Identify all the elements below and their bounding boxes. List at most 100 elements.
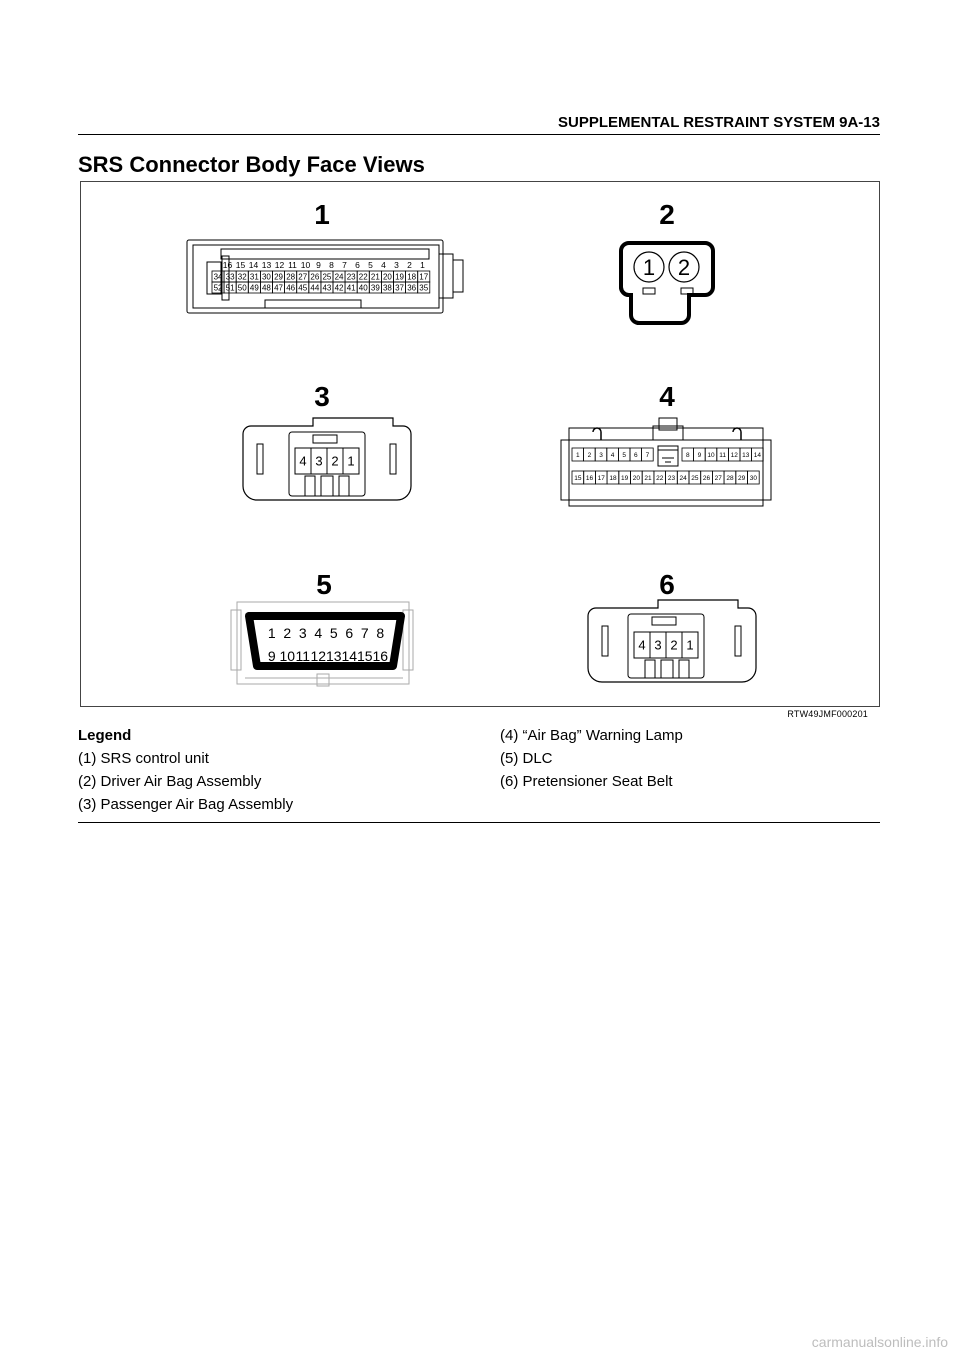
connector-4-row1-pin-11: 11 bbox=[719, 452, 726, 459]
connector-4-row1-pin-7: 7 bbox=[646, 452, 650, 459]
connector-1-row2-pin-21: 21 bbox=[371, 272, 380, 281]
connector-6-cell-1 bbox=[681, 631, 699, 659]
connector-4-row2-pin-22: 22 bbox=[656, 475, 664, 482]
connector-1-row3-pin-51: 51 bbox=[226, 283, 235, 292]
connector-1-row2-pin-29: 29 bbox=[274, 272, 283, 281]
figure-code: RTW49JMF000201 bbox=[787, 709, 868, 719]
footer-rule bbox=[78, 822, 880, 823]
connector-5-row2-pin-14: 14 bbox=[341, 648, 357, 664]
connector-6-pin-2: 2 bbox=[670, 638, 677, 653]
connector-1-row2-pin-25: 25 bbox=[322, 272, 331, 281]
connector-1-row1-pin-16: 16 bbox=[223, 260, 233, 270]
connector-1-row3-pin-35: 35 bbox=[419, 283, 428, 292]
legend-item-1: (1) SRS control unit bbox=[78, 750, 209, 767]
connector-1-row2-pin-19: 19 bbox=[395, 272, 404, 281]
connector-1-row1-pin-13: 13 bbox=[262, 260, 272, 270]
legend-item-4: (4) “Air Bag” Warning Lamp bbox=[500, 727, 683, 744]
connector-5-row1-pin-6: 6 bbox=[345, 625, 353, 641]
connector-1-row3-cell-35 bbox=[417, 281, 431, 294]
connector-1-row2-pin-22: 22 bbox=[359, 272, 368, 281]
connector-4-row1-pin-9: 9 bbox=[698, 452, 702, 459]
page-title: SRS Connector Body Face Views bbox=[78, 152, 425, 177]
connector-1-row3-pin-50: 50 bbox=[238, 283, 247, 292]
connector-4-row2-pin-27: 27 bbox=[715, 475, 723, 482]
connector-1-row1-pin-10: 10 bbox=[301, 260, 311, 270]
connector-1-row2-pin-24: 24 bbox=[335, 272, 344, 281]
connector-2-driver-air-bag: 1 2 bbox=[619, 241, 715, 325]
connector-4-row2-cell-30 bbox=[747, 470, 760, 485]
connector-1-row2-pin-27: 27 bbox=[298, 272, 307, 281]
connector-1-row1-pin-12: 12 bbox=[275, 260, 285, 270]
connector-4-row1-pin-6: 6 bbox=[634, 452, 638, 459]
connector-5-row2-pin-15: 15 bbox=[357, 648, 373, 664]
connector-1-row1-pin-8: 8 bbox=[329, 260, 334, 270]
connector-1-row1-pin-6: 6 bbox=[355, 260, 360, 270]
connector-1-row2-pin-31: 31 bbox=[250, 272, 259, 281]
connector-4-row1-pin-13: 13 bbox=[742, 452, 750, 459]
connector-4-row2-pin-16: 16 bbox=[586, 475, 594, 482]
connector-6-pin-4: 4 bbox=[638, 638, 645, 653]
connector-1-row3-pin-49: 49 bbox=[250, 283, 259, 292]
connector-4-row1-pin-3: 3 bbox=[599, 452, 603, 459]
connector-4-row1-pin-2: 2 bbox=[588, 452, 592, 459]
legend-item-5: (5) DLC bbox=[500, 750, 553, 767]
connector-1-row2-pin-17: 17 bbox=[419, 272, 428, 281]
connector-4-row1-pin-4: 4 bbox=[611, 452, 615, 459]
connector-1-row1-pin-2: 2 bbox=[407, 260, 412, 270]
legend-item-6: (6) Pretensioner Seat Belt bbox=[500, 773, 673, 790]
connector-1-row2-pin-34: 34 bbox=[214, 272, 223, 281]
connector-1-row2-pin-32: 32 bbox=[238, 272, 247, 281]
connector-5-row2-pin-10: 10 bbox=[279, 648, 295, 664]
connector-5-row2-pin-11: 11 bbox=[295, 648, 310, 664]
connector-1-row3-pin-46: 46 bbox=[286, 283, 295, 292]
connector-1-row2-pin-30: 30 bbox=[262, 272, 271, 281]
connector-1-row3-pin-44: 44 bbox=[310, 283, 319, 292]
legend-column-right: (4) “Air Bag” Warning Lamp (5) DLC (6) P… bbox=[500, 727, 683, 796]
callout-4: 4 bbox=[659, 381, 675, 412]
connector-1-row2-pin-28: 28 bbox=[286, 272, 295, 281]
connector-3-pin-2: 2 bbox=[331, 454, 338, 469]
connector-1-row3-pin-48: 48 bbox=[262, 283, 271, 292]
header-rule bbox=[78, 134, 880, 135]
connector-5-row1-pin-3: 3 bbox=[299, 625, 307, 641]
connector-5-row2-pin-12: 12 bbox=[310, 648, 326, 664]
connector-4-row1-pin-8: 8 bbox=[686, 452, 690, 459]
section-header: SUPPLEMENTAL RESTRAINT SYSTEM 9A-13 bbox=[558, 114, 880, 131]
connector-4-row1-pin-1: 1 bbox=[576, 452, 580, 459]
connector-2-pin-1: 1 bbox=[643, 255, 655, 280]
connector-1-row3-pin-52: 52 bbox=[214, 283, 223, 292]
connector-6-pin-1: 1 bbox=[686, 638, 693, 653]
callout-1: 1 bbox=[314, 199, 330, 230]
connector-5-row1-pin-4: 4 bbox=[314, 625, 322, 641]
connector-1-row1-pin-5: 5 bbox=[368, 260, 373, 270]
connector-5-row1-pin-2: 2 bbox=[283, 625, 291, 641]
callout-3: 3 bbox=[314, 381, 330, 412]
connector-1-row2-pin-23: 23 bbox=[347, 272, 356, 281]
connector-1-row2-pin-18: 18 bbox=[407, 272, 416, 281]
connector-1-row3-pin-36: 36 bbox=[407, 283, 416, 292]
connector-5-row1-pin-7: 7 bbox=[361, 625, 369, 641]
connector-4-row2-pin-23: 23 bbox=[668, 475, 676, 482]
connector-1-row3-pin-42: 42 bbox=[335, 283, 344, 292]
connector-4-row1-pin-5: 5 bbox=[622, 452, 626, 459]
connector-4-row2-pin-24: 24 bbox=[680, 475, 688, 482]
callout-6: 6 bbox=[659, 569, 675, 600]
connector-1-row3-pin-41: 41 bbox=[347, 283, 356, 292]
watermark: carmanualsonline.info bbox=[811, 1334, 948, 1350]
connector-1-row1-pin-3: 3 bbox=[394, 260, 399, 270]
connector-4-row1-cell-7 bbox=[641, 447, 654, 462]
callout-5: 5 bbox=[316, 569, 332, 600]
connector-4-row1-pin-14: 14 bbox=[754, 452, 762, 459]
connector-1-row1-pin-9: 9 bbox=[316, 260, 321, 270]
connector-1-row3-pin-47: 47 bbox=[274, 283, 283, 292]
connector-3-pin-4: 4 bbox=[299, 454, 306, 469]
connector-4-row2-pin-20: 20 bbox=[633, 475, 641, 482]
connector-1-row3-pin-39: 39 bbox=[371, 283, 380, 292]
connector-1-row1-pin-14: 14 bbox=[249, 260, 259, 270]
connector-5-row2-pin-13: 13 bbox=[326, 648, 342, 664]
connector-1-row3-pin-37: 37 bbox=[395, 283, 404, 292]
legend-heading: Legend bbox=[78, 727, 132, 744]
connector-1-row2-pin-33: 33 bbox=[226, 272, 235, 281]
